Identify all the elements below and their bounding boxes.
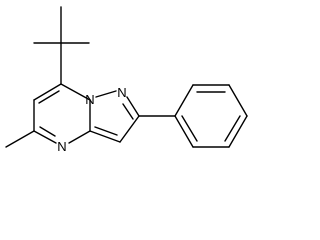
- phenyl-bond-3: [228, 84, 248, 117]
- ring-bond-c2-c3: [119, 115, 140, 143]
- atom-label-n2: N: [117, 85, 126, 100]
- phenyl-bond-4: [228, 115, 248, 148]
- structure-canvas: N N N: [5, 6, 248, 154]
- molecule-diagram: N N N: [5, 6, 248, 154]
- ring-bond-n2-c2-inner: [122, 103, 134, 120]
- phenyl-inner-bond-b: [224, 115, 241, 142]
- ring-bond-n4-c3a: [68, 130, 91, 144]
- atom-label-n1: N: [85, 92, 94, 107]
- phenyl-bond-6: [174, 115, 194, 148]
- ring-bond-c7-c6: [33, 83, 62, 101]
- ring-bond-c5-n4-inner: [39, 126, 56, 137]
- atom-labels: N N N: [57, 85, 126, 154]
- ring-bond-c3-c3a-inner: [94, 126, 118, 136]
- phenyl-ring: [174, 84, 248, 148]
- tert-butyl-group: [33, 6, 90, 85]
- phenyl-bond-1: [174, 84, 194, 117]
- ring-bond-c5-n4: [33, 130, 57, 144]
- atom-label-n4: N: [57, 139, 66, 154]
- pyrimidine-ring: [33, 83, 91, 144]
- phenyl-inner-bond-c: [181, 115, 198, 142]
- pyrazole-ring: [89, 90, 140, 143]
- ring-bond-n2-c2: [126, 96, 140, 117]
- methyl-bond: [5, 130, 35, 148]
- ring-bond-c7-c6-inner: [38, 90, 60, 104]
- ring-bond-c7-n1: [60, 83, 91, 101]
- ring-bond-c3-c3a: [89, 130, 121, 143]
- ring-bond-n1-n2: [95, 90, 117, 98]
